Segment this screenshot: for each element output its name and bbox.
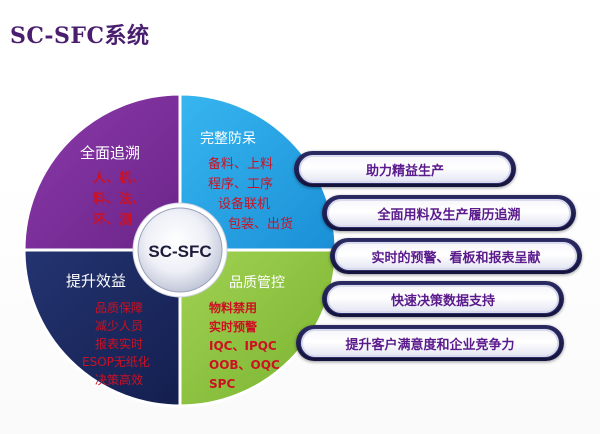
quadrant-text-line: 设备联机 bbox=[218, 196, 270, 212]
quadrant-text-line: 品质保障 bbox=[95, 300, 143, 315]
quadrant-text-line: OOB、OQC bbox=[209, 358, 280, 372]
heading-bottom-right: 品质管控 bbox=[229, 275, 285, 291]
benefit-pill: 实时的预警、看板和报表呈献 bbox=[334, 241, 578, 271]
quadrant-text-line: ESOP无纸化 bbox=[82, 355, 150, 369]
quadrant-text-line: 决策高效 bbox=[95, 372, 143, 387]
quadrant-text-line: 环、测 bbox=[93, 212, 132, 228]
heading-top-left: 全面追溯 bbox=[80, 144, 140, 162]
benefit-pill: 提升客户满意度和企业竞争力 bbox=[300, 328, 560, 358]
quadrant-bottom-left bbox=[22, 248, 182, 408]
center-label: SC-SFC bbox=[148, 242, 211, 261]
quadrant-bottom-right bbox=[178, 248, 338, 408]
quadrant-text-line: 实时预警 bbox=[209, 319, 257, 334]
quadrant-text-line: 程序、工序 bbox=[208, 177, 273, 192]
heading-top-right: 完整防呆 bbox=[200, 131, 256, 147]
quadrant-text-line: SPC bbox=[209, 377, 235, 391]
benefit-pill: 助力精益生产 bbox=[298, 154, 512, 184]
quadrant-text-line: 备料、上料 bbox=[208, 156, 273, 172]
quadrant-text-line: 减少人员 bbox=[95, 319, 143, 333]
quadrant-text-line: 物料禁用 bbox=[209, 300, 257, 315]
quadrant-text-line: 报表实时 bbox=[95, 336, 143, 351]
quadrant-text-line: 包装、出货 bbox=[228, 216, 293, 232]
heading-bottom-left: 提升效益 bbox=[66, 272, 126, 290]
center-hub bbox=[137, 207, 223, 293]
quadrant-text-line: 料、法、 bbox=[93, 191, 145, 207]
quadrant-text-line: 人、机、 bbox=[93, 170, 145, 186]
quadrant-text-line: IQC、IPQC bbox=[209, 339, 277, 353]
page-title: SC-SFC系统 bbox=[10, 23, 150, 49]
benefit-pill: 全面用料及生产履历追溯 bbox=[326, 198, 572, 228]
quadrant-top-left bbox=[22, 92, 182, 252]
benefit-pill: 快速决策数据支持 bbox=[326, 284, 560, 314]
